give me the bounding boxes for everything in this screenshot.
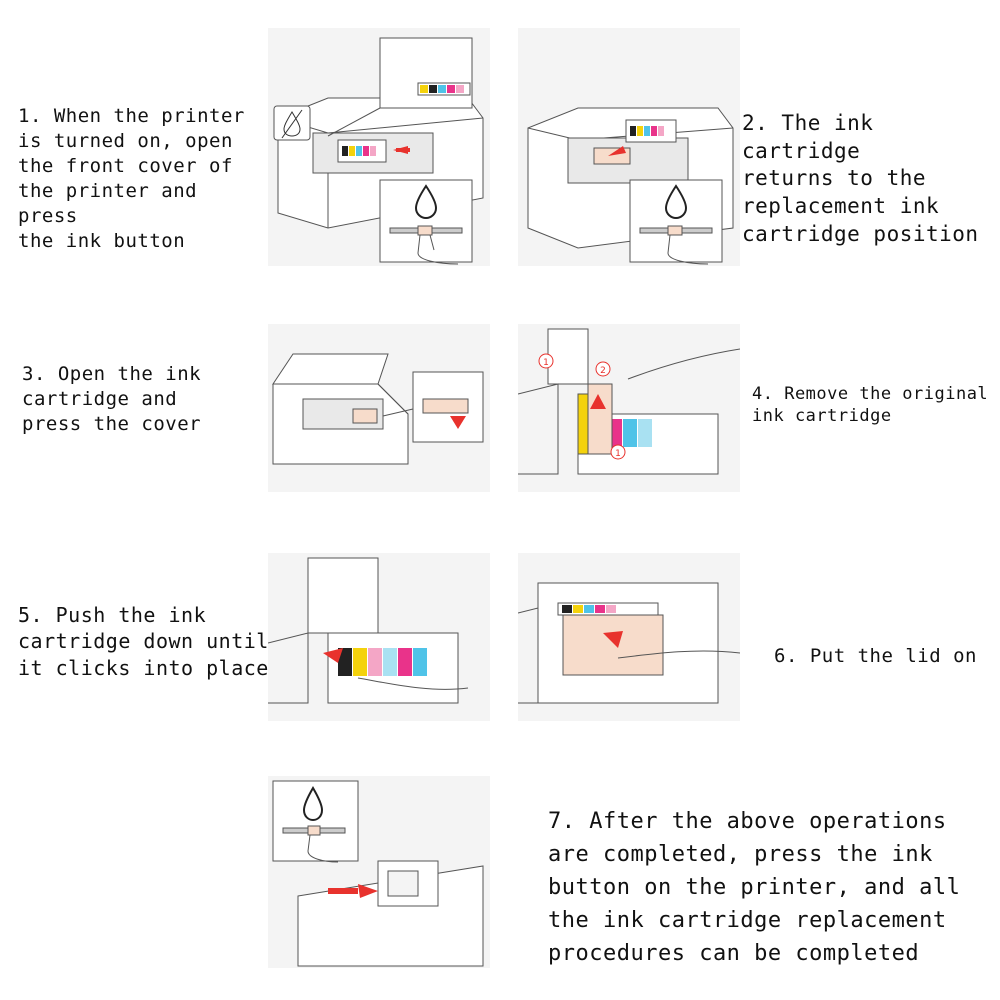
no-ink-icon — [273, 105, 311, 141]
callout-number: 1 — [543, 358, 549, 368]
step-7-illustration — [268, 776, 490, 968]
ink-drop-icon — [414, 184, 438, 220]
step-3-text: 3. Open the ink cartridge and press the … — [22, 363, 202, 436]
hand-icon — [417, 234, 459, 265]
callout-number: 2 — [600, 366, 606, 376]
step-4-text: 4. Remove the original ink cartridge — [752, 384, 989, 427]
step-2-illustration — [518, 28, 740, 266]
step-5-text: 5. Push the ink cartridge down until it … — [18, 603, 269, 680]
step-2-text: 2. The ink cartridge returns to the repl… — [742, 111, 979, 246]
step-6-illustration — [518, 553, 740, 721]
step-3-illustration — [268, 324, 490, 492]
step-1-text: 1. When the printer is turned on, open t… — [18, 105, 245, 253]
step-5-illustration — [268, 553, 490, 721]
callout-number: 1 — [615, 449, 621, 459]
step-4-illustration: 1 2 1 — [518, 324, 740, 492]
step-7-text: 7. After the above operations are comple… — [548, 809, 961, 966]
step-6-text: 6. Put the lid on — [774, 645, 977, 667]
step-1-illustration — [268, 28, 490, 266]
